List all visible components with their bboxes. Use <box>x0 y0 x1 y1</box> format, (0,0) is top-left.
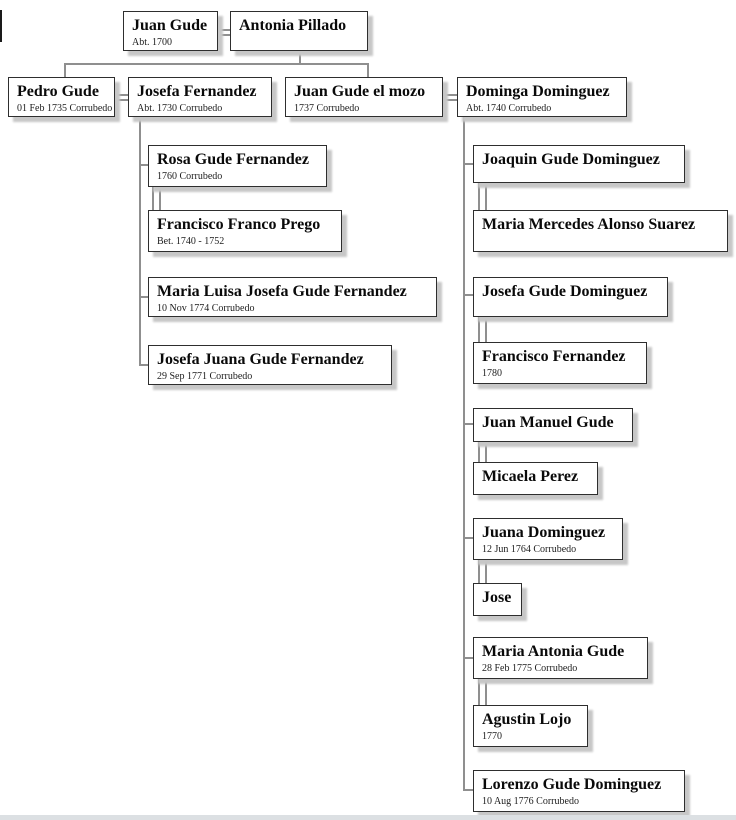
connector-line <box>64 63 369 65</box>
connector-line <box>463 657 473 659</box>
node-dominga-dominguez[interactable]: Dominga Dominguez Abt. 1740 Corrubedo <box>457 77 627 117</box>
person-detail: Abt. 1740 Corrubedo <box>466 103 552 114</box>
person-detail: Abt. 1730 Corrubedo <box>137 103 223 114</box>
connector-line <box>139 364 148 366</box>
person-name: Agustin Lojo <box>482 711 572 728</box>
node-antonia-pillado[interactable]: Antonia Pillado <box>230 11 368 51</box>
connector-line <box>463 163 473 165</box>
marriage-link <box>478 183 487 210</box>
node-josefa-gude-dominguez[interactable]: Josefa Gude Dominguez <box>473 277 668 317</box>
connector-line <box>299 51 301 64</box>
node-juan-gude[interactable]: Juan Gude Abt. 1700 <box>123 11 218 51</box>
person-name: Josefa Fernandez <box>137 83 257 100</box>
node-maria-antonia-gude[interactable]: Maria Antonia Gude 28 Feb 1775 Corrubedo <box>473 637 648 679</box>
marriage-link <box>478 560 487 583</box>
node-micaela-perez[interactable]: Micaela Perez <box>473 462 598 495</box>
node-josefa-fernandez[interactable]: Josefa Fernandez Abt. 1730 Corrubedo <box>128 77 272 117</box>
person-name: Rosa Gude Fernandez <box>157 151 309 168</box>
connector-line <box>463 294 473 296</box>
person-detail: 1770 <box>482 731 502 742</box>
person-detail: 10 Aug 1776 Corrubedo <box>482 796 579 807</box>
clipped-box-edge <box>0 10 2 42</box>
marriage-link <box>478 679 487 705</box>
person-name: Maria Mercedes Alonso Suarez <box>482 216 696 233</box>
marriage-link <box>115 94 128 101</box>
connector-line <box>367 63 369 77</box>
person-detail: 01 Feb 1735 Corrubedo <box>17 103 113 114</box>
node-agustin-lojo[interactable]: Agustin Lojo 1770 <box>473 705 588 747</box>
marriage-link <box>478 442 487 462</box>
person-detail: 1737 Corrubedo <box>294 103 360 114</box>
marriage-link <box>218 29 230 36</box>
person-name: Francisco Franco Prego <box>157 216 321 233</box>
node-pedro-gude[interactable]: Pedro Gude 01 Feb 1735 Corrubedo <box>8 77 115 117</box>
person-name: Juan Gude <box>132 17 208 34</box>
node-juan-manuel-gude[interactable]: Juan Manuel Gude <box>473 408 633 442</box>
person-name: Juan Manuel Gude <box>482 414 614 431</box>
marriage-link <box>478 317 487 342</box>
node-jose[interactable]: Jose <box>473 583 522 616</box>
person-detail: 12 Jun 1764 Corrubedo <box>482 544 577 555</box>
person-name: Lorenzo Gude Dominguez <box>482 776 662 793</box>
person-name: Francisco Fernandez <box>482 348 626 365</box>
person-name: Jose <box>482 589 512 606</box>
person-name: Josefa Gude Dominguez <box>482 283 648 300</box>
node-maria-mercedes-alonso-suarez[interactable]: Maria Mercedes Alonso Suarez <box>473 210 728 252</box>
node-juana-dominguez[interactable]: Juana Dominguez 12 Jun 1764 Corrubedo <box>473 518 623 560</box>
marriage-link <box>443 94 457 101</box>
person-detail: 10 Nov 1774 Corrubedo <box>157 303 255 314</box>
person-name: Juana Dominguez <box>482 524 606 541</box>
person-detail: 1760 Corrubedo <box>157 171 223 182</box>
person-name: Juan Gude el mozo <box>294 83 426 100</box>
person-name: Micaela Perez <box>482 468 579 485</box>
connector-line <box>463 789 473 791</box>
connector-line <box>139 296 148 298</box>
node-rosa-gude-fernandez[interactable]: Rosa Gude Fernandez 1760 Corrubedo <box>148 145 327 187</box>
bottom-edge-strip <box>0 815 736 820</box>
person-detail: 29 Sep 1771 Corrubedo <box>157 371 253 382</box>
marriage-link <box>152 187 161 210</box>
node-francisco-franco-prego[interactable]: Francisco Franco Prego Bet. 1740 - 1752 <box>148 210 342 252</box>
person-detail: Bet. 1740 - 1752 <box>157 236 225 247</box>
person-name: Dominga Dominguez <box>466 83 610 100</box>
person-detail: Abt. 1700 <box>132 37 172 48</box>
connector-line <box>463 117 465 791</box>
person-name: Joaquin Gude Dominguez <box>482 151 660 168</box>
node-maria-luisa-josefa-gude-fernandez[interactable]: Maria Luisa Josefa Gude Fernandez 10 Nov… <box>148 277 437 317</box>
node-juan-gude-el-mozo[interactable]: Juan Gude el mozo 1737 Corrubedo <box>285 77 443 117</box>
person-name: Maria Antonia Gude <box>482 643 625 660</box>
person-name: Josefa Juana Gude Fernandez <box>157 351 364 368</box>
person-detail: 1780 <box>482 368 502 379</box>
connector-line <box>463 537 473 539</box>
connector-line <box>139 164 148 166</box>
connector-line <box>64 63 66 77</box>
person-name: Pedro Gude <box>17 83 99 100</box>
node-joaquin-gude-dominguez[interactable]: Joaquin Gude Dominguez <box>473 145 685 183</box>
person-name: Antonia Pillado <box>239 17 347 34</box>
node-francisco-fernandez[interactable]: Francisco Fernandez 1780 <box>473 342 647 384</box>
connector-line <box>463 423 473 425</box>
node-josefa-juana-gude-fernandez[interactable]: Josefa Juana Gude Fernandez 29 Sep 1771 … <box>148 345 392 385</box>
node-lorenzo-gude-dominguez[interactable]: Lorenzo Gude Dominguez 10 Aug 1776 Corru… <box>473 770 685 812</box>
connector-line <box>139 117 141 366</box>
person-name: Maria Luisa Josefa Gude Fernandez <box>157 283 407 300</box>
person-detail: 28 Feb 1775 Corrubedo <box>482 663 578 674</box>
